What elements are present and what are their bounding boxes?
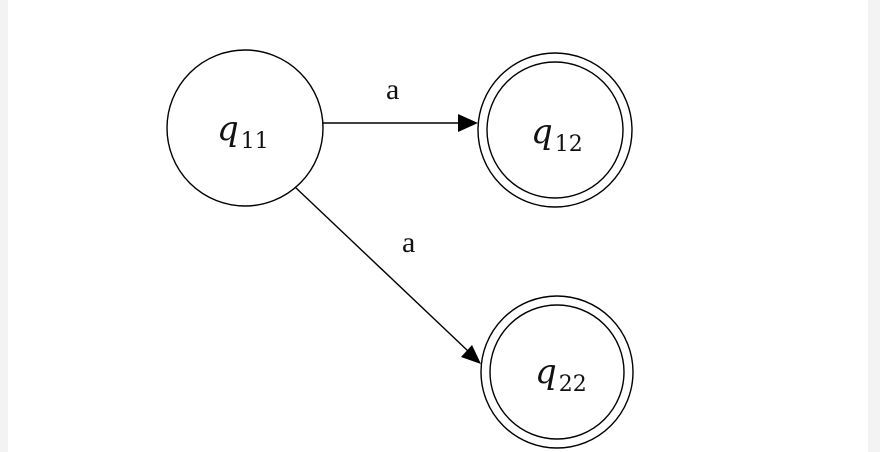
state-q22-inner-circle	[489, 304, 625, 440]
state-q11: q11	[166, 49, 324, 207]
state-q12-outer-circle	[477, 52, 633, 208]
state-q11-base: q	[217, 109, 239, 149]
state-q22-label: q22	[535, 352, 587, 397]
state-q22-outer-circle	[480, 295, 634, 449]
transition-q11-q22-arrowhead	[461, 345, 481, 364]
state-q11-label: q11	[217, 109, 269, 154]
state-q12: q12	[477, 52, 633, 208]
state-q12-label: q12	[531, 112, 583, 157]
state-q22-base: q	[535, 352, 557, 392]
state-q12-inner-circle	[486, 61, 624, 199]
transition-q11-q12-arrowhead	[458, 114, 478, 132]
diagram-panel	[8, 0, 868, 452]
transition-q11-q22: a	[294, 186, 481, 364]
state-q22: q22	[480, 295, 634, 449]
state-q11-circle	[166, 49, 324, 207]
state-q22-subscript: 22	[559, 372, 587, 397]
state-q12-subscript: 12	[555, 132, 583, 157]
state-q12-base: q	[531, 112, 553, 152]
state-q11-subscript: 11	[241, 129, 269, 154]
transition-q11-q22-line	[294, 186, 469, 352]
transition-q11-q22-label: a	[402, 226, 415, 259]
transition-q11-q12: a	[323, 73, 478, 132]
transition-q11-q12-label: a	[386, 73, 399, 106]
